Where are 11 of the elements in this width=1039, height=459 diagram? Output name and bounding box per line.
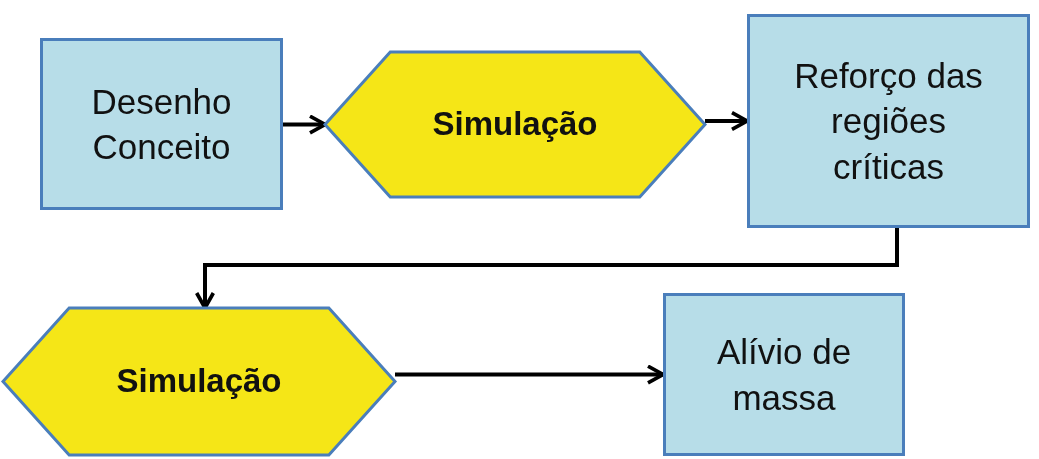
node-label: Simulação [432, 104, 598, 145]
node-label: Desenho Conceito [90, 80, 233, 168]
process-box [663, 293, 905, 456]
process-box [40, 38, 283, 210]
arrow [705, 110, 749, 132]
node-label: Simulação [116, 361, 282, 402]
node-label: Alívio de massa [715, 331, 853, 419]
arrow [395, 364, 665, 385]
node-label: Reforço das regiões críticas [793, 54, 984, 188]
process-box [747, 14, 1030, 228]
arrow [283, 114, 327, 135]
